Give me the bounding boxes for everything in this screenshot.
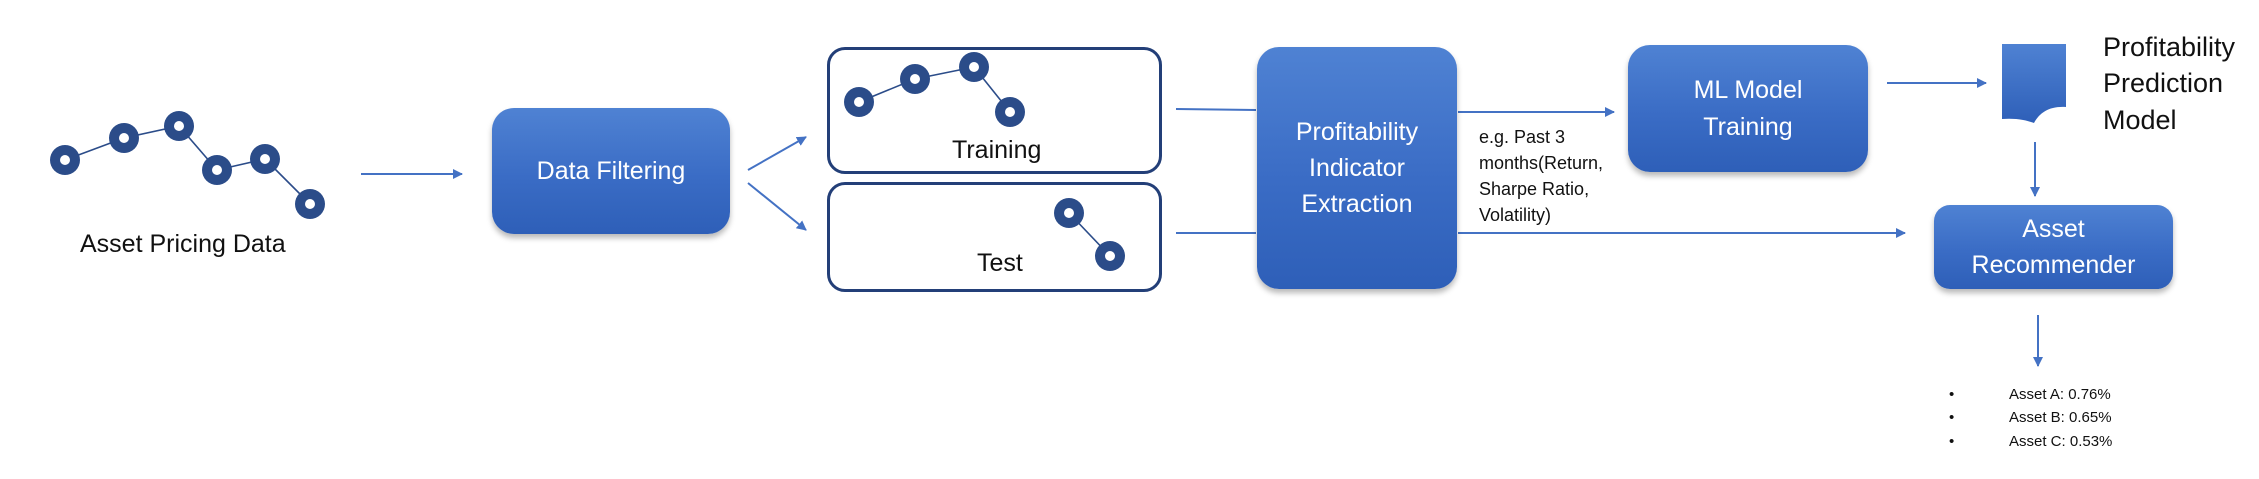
training-box[interactable]: [827, 47, 1162, 174]
training-node-1: [844, 87, 874, 117]
pricing-node-6: [295, 189, 325, 219]
ml-model-training-label: ML Model Training: [1693, 76, 1803, 141]
asset-pricing-caption: Asset Pricing Data: [80, 230, 286, 258]
list-item: • Asset C: 0.53%: [1947, 430, 2112, 453]
recommendation-text: Asset B: 0.65%: [2009, 409, 2112, 427]
pricing-node-4: [202, 155, 232, 185]
test-label: Test: [977, 249, 1023, 277]
test-node-1: [1054, 198, 1084, 228]
pricing-node-1: [50, 145, 80, 175]
arrow-filtering-to-test: [747, 182, 807, 231]
list-item: • Asset B: 0.65%: [1947, 406, 2112, 429]
bullet-icon: •: [1949, 409, 1955, 427]
asset-recommender-label: Asset Recommender: [1971, 214, 2136, 279]
recommendation-text: Asset C: 0.53%: [2009, 432, 2113, 450]
pricing-node-5: [250, 144, 280, 174]
ml-model-training-box[interactable]: ML Model Training: [1628, 45, 1868, 172]
data-filtering-label: Data Filtering: [536, 156, 686, 185]
indicator-note: e.g. Past 3 months(Return, Sharpe Ratio,…: [1479, 127, 1604, 226]
indicator-extraction-box[interactable]: Profitability Indicator Extraction: [1257, 47, 1457, 289]
training-node-3: [959, 52, 989, 82]
recommendation-list: • Asset A: 0.76% • Asset B: 0.65% • Asse…: [1947, 383, 2112, 453]
test-box[interactable]: [827, 182, 1162, 292]
arrow-filtering-to-training: [747, 136, 807, 171]
recommendation-text: Asset A: 0.76%: [2009, 386, 2111, 403]
indicator-extraction-label: Profitability Indicator Extraction: [1295, 117, 1419, 219]
pricing-node-2: [109, 123, 139, 153]
bullet-icon: •: [1949, 432, 1955, 450]
line-training-to-indicator: [1175, 108, 1257, 111]
model-title: Profitability Prediction Model: [2103, 32, 2236, 135]
test-node-2: [1095, 241, 1125, 271]
asset-recommender-box[interactable]: Asset Recommender: [1934, 205, 2173, 289]
list-item: • Asset A: 0.76%: [1947, 383, 2112, 406]
training-node-2: [900, 64, 930, 94]
data-filtering-box[interactable]: Data Filtering: [492, 108, 730, 234]
pricing-node-3: [164, 111, 194, 141]
training-node-4: [995, 97, 1025, 127]
training-label: Training: [952, 136, 1042, 164]
bullet-icon: •: [1949, 386, 1955, 403]
